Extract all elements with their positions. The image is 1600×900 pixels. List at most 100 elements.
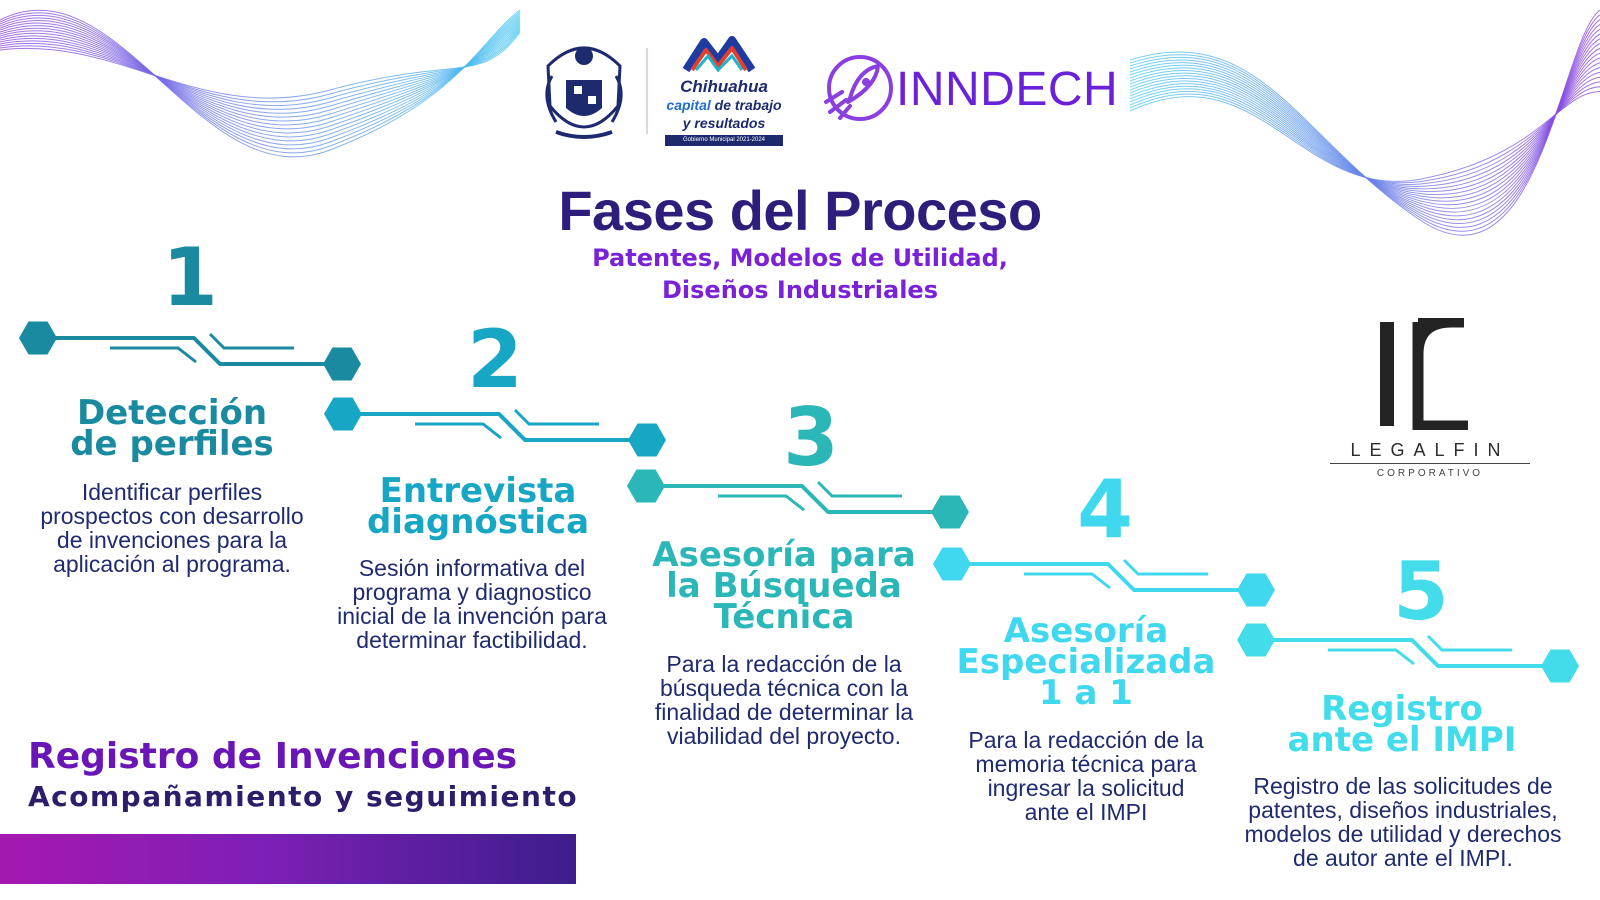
chihuahua-logo-line3: y resultados (682, 115, 766, 131)
phase-2-description: Sesión informativa del programa y diagno… (322, 556, 622, 652)
phase-4-description-line: memoria técnica para (975, 751, 1197, 777)
phase-1-number: 1 (162, 231, 218, 324)
connector-trace-lower (1024, 572, 1111, 590)
phase-2-title-line: diagnóstica (366, 502, 590, 542)
phase-3-title: Asesoría para la Búsqueda Técnica (624, 535, 944, 637)
phase-2-description-line: Sesión informativa del (358, 555, 586, 581)
phase-2-number: 2 (467, 313, 523, 406)
phase-4-description-line: Para la redacción de la (968, 727, 1204, 753)
connector-hexagon-node (323, 347, 361, 381)
legalfin-logo: LEGALFIN CORPORATIVO (1320, 316, 1540, 486)
wave-line (0, 23, 521, 122)
connector-circuit-line (970, 562, 1238, 592)
phase-1-title: Detección de perfiles (12, 393, 332, 464)
phase-3-description-line: finalidad de determinar la (654, 699, 914, 725)
phase-5-description-line: de autor ante el IMPI. (1293, 845, 1513, 871)
connector-trace-lower (110, 346, 197, 364)
chihuahua-logo-capital: capital (666, 97, 711, 113)
phase-1-title-line: de perfiles (70, 424, 274, 464)
phase-4-description-line: ingresar la solicitud (987, 775, 1185, 801)
connector-circuit-line (1274, 638, 1542, 668)
legalfin-rule (1330, 463, 1530, 464)
connector-trace-upper (513, 408, 599, 426)
wave-line (1129, 62, 1600, 196)
phase-1-description-line: de invenciones para la (56, 527, 288, 553)
wave-line (0, 15, 521, 142)
connector-hexagon-node (1541, 649, 1579, 683)
wave-line (0, 27, 521, 110)
phase-5-description-line: modelos de utilidad y derechos (1244, 821, 1562, 847)
connector-hexagon-node (627, 469, 665, 503)
phase-4-title-line: Especializada (956, 642, 1216, 682)
wave-line (0, 24, 521, 118)
inndech-logo-text: INNDECH (896, 63, 1119, 116)
connector-trace-upper (816, 480, 902, 498)
phase-3-description-line: búsqueda técnica con la (659, 675, 909, 701)
wave-line (1129, 91, 1600, 182)
chihuahua-logo: Chihuahua capital de trabajo y resultado… (656, 34, 792, 146)
municipal-coat-of-arms (545, 46, 623, 139)
phase-2-description-line: inicial de la invención para (337, 603, 607, 629)
connector-trace-lower (415, 422, 502, 440)
phase-4-description-line: ante el IMPI (1024, 799, 1148, 825)
connector-trace-upper (208, 332, 294, 350)
phase-1-description-line: prospectos con desarrollo (40, 503, 304, 529)
chihuahua-mountains-icon (682, 36, 756, 73)
phase-3-description-line: Para la redacción de la (666, 651, 902, 677)
connector-trace-lower (1328, 648, 1415, 666)
footer-gradient-bar (0, 834, 576, 884)
wave-line (0, 32, 521, 99)
connector-hexagon-node (931, 495, 969, 529)
phase-5-number: 5 (1393, 545, 1449, 638)
phase-3-description-line: viabilidad del proyecto. (667, 723, 901, 749)
legalfin-name: LEGALFIN (1350, 440, 1510, 460)
phase-2-description-line: determinar factibilidad. (356, 627, 588, 653)
wave-line (0, 29, 521, 107)
subtitle-line-2: Diseños Industriales (661, 276, 938, 304)
wave-line (0, 26, 521, 114)
phase-4-title-line: 1 a 1 (1039, 673, 1133, 713)
wave-line (0, 20, 521, 130)
connector-hexagon-node (933, 547, 971, 581)
chihuahua-logo-strip: Gobierno Municipal 2021-2024 (665, 135, 783, 146)
logo-divider (646, 48, 648, 134)
connector-hexagon-node (1237, 573, 1275, 607)
phase-4-title-line: Asesoría (1003, 611, 1169, 651)
phase-3-title-line: Técnica (713, 597, 855, 637)
phase-2-description-line: programa y diagnostico (352, 579, 592, 605)
connector-hexagon-node (628, 423, 666, 457)
connector-hexagon-node (19, 321, 57, 355)
connector-circuit-line (361, 412, 629, 442)
connector-trace-upper (1426, 634, 1512, 652)
phase-1-description: Identificar perfiles prospectos con desa… (22, 480, 322, 576)
chihuahua-logo-line1: Chihuahua (680, 77, 768, 96)
program-tagline: Acompañamiento y seguimiento (28, 780, 579, 813)
connector-trace-lower (718, 494, 805, 512)
legalfin-tagline: CORPORATIVO (1376, 468, 1484, 479)
wave-line (0, 17, 521, 138)
phase-1-title-line: Detección (76, 393, 268, 433)
program-name: Registro de Invenciones (28, 736, 518, 777)
phase-5-description-line: patentes, diseños industriales, (1248, 797, 1558, 823)
phase-2-title: Entrevista diagnóstica (318, 474, 638, 542)
phase-1-description-line: aplicación al programa. (53, 551, 291, 577)
phase-3-description: Para la redacción de la búsqueda técnica… (634, 652, 934, 748)
page-subtitle: Patentes, Modelos de Utilidad, Diseños I… (400, 242, 1200, 306)
page-title: Fases del Proceso (558, 179, 1042, 242)
phase-1-description-line: Identificar perfiles (81, 479, 263, 505)
connector-trace-upper (1122, 558, 1208, 576)
phase-4-title: Asesoría Especializada 1 a 1 (926, 611, 1246, 713)
phase-5-title-line: ante el IMPI (1287, 720, 1517, 760)
phase-3-number: 3 (783, 391, 839, 484)
phase-5-title: Registro ante el IMPI (1242, 689, 1562, 760)
phase-5-description: Registro de las solicitudes de patentes,… (1236, 774, 1570, 870)
phase-4-number: 4 (1077, 463, 1133, 556)
phase-5-title-line: Registro (1321, 689, 1483, 729)
phase-3-title-line: Asesoría para (652, 535, 916, 575)
connector-circuit-line (56, 336, 324, 366)
legalfin-monogram-icon (1380, 316, 1468, 432)
connector-hexagon-node (1237, 623, 1275, 657)
phase-4-description: Para la redacción de la memoria técnica … (936, 728, 1236, 824)
wave-line (0, 21, 521, 126)
